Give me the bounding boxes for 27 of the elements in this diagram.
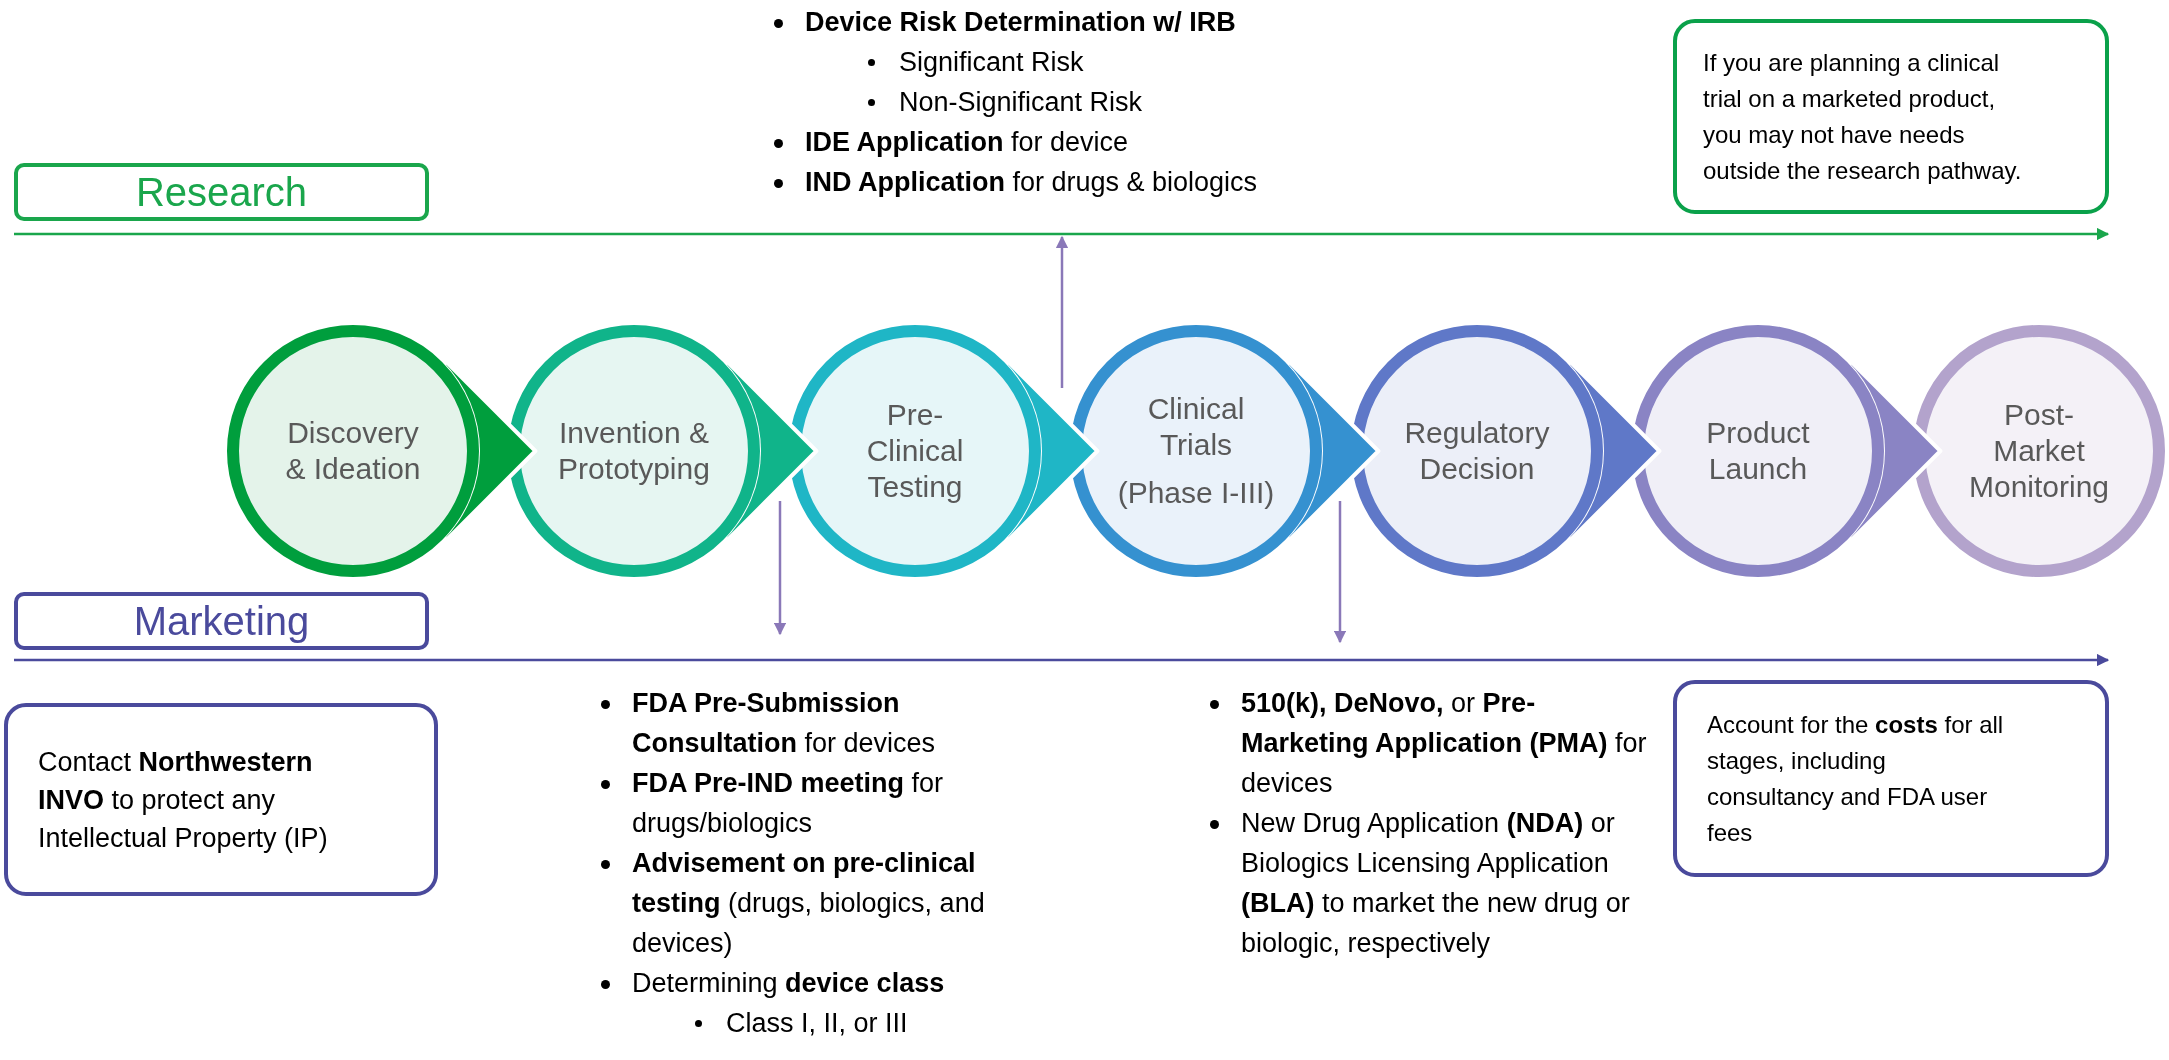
bullet-item: FDA Pre-IND meeting for drugs/biologics [632,768,944,838]
research-lane-label: Research [14,163,429,221]
stage-label: Regulatory Decision [1403,415,1551,487]
marketing-lane-label: Marketing [14,592,429,650]
bullet-item: Non-Significant Risk [899,87,1143,117]
stage-circle [224,322,482,580]
bullet-item: Device Risk Determination w/ IRB [805,7,1236,37]
stage-label: Product Launch [1705,415,1811,487]
stage-label: Invention & Prototyping [557,415,711,487]
stage-label: Post-Market Monitoring [1967,397,2111,505]
stage-label: (Phase I-III) [1117,475,1275,511]
note-box: Account for the costs for all stages, including consultancy and FDA user fees [1673,680,2109,877]
bullet-item: New Drug Application (NDA) or Biologics Licensing Application (BLA) to market the new drug or biologic, respectively [1241,808,1630,958]
timeline-arrow [14,227,2110,241]
note-box: If you are planning a clinical trial on a marketed product, you may not have needs outside the research pathway. [1673,19,2109,214]
note-box: Contact Northwestern INVO to protect any Intellectual Property (IP) [4,703,438,896]
bullet-item: Determining device class [632,968,945,998]
stage-label: Discovery & Ideation [284,415,422,487]
arrow [1333,501,1347,644]
timeline-arrow [14,653,2110,667]
bullet-item: IDE Application for device [805,127,1129,157]
bullet-item: Advisement on pre-clinical testing (drugs, biologics, and devices) [632,848,985,958]
bullet-item: IND Application for drugs & biologics [805,167,1258,197]
bullet-item: Class I, II, or III [726,1008,908,1038]
bullet-item: Significant Risk [899,47,1084,77]
stage-label: Clinical Trials [1146,391,1246,463]
stage-label: Pre-Clinical Testing [865,397,965,505]
